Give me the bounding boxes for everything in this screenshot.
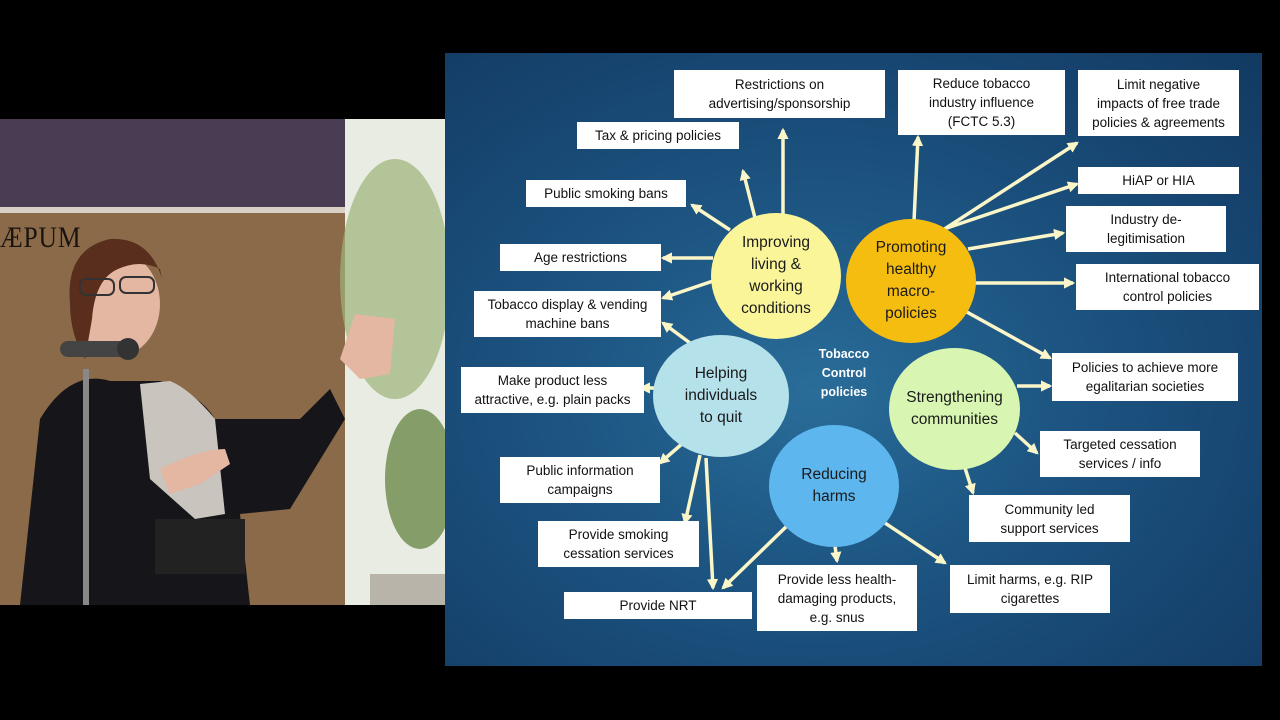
box-public-smoking-bans: Public smoking bans [526,180,686,207]
hub-helping-individuals: Helping individuals to quit [653,335,789,457]
box-industry-influence: Reduce tobacco industry influence (FCTC … [898,70,1065,135]
box-public-information: Public information campaigns [500,457,660,503]
arrow-reducing-limit-harms [884,521,947,565]
box-nrt-text: Provide NRT [619,598,697,613]
hub-promoting-macro-policies: Promoting healthy macro- policies [846,219,976,343]
arrow-helping-nrt [704,457,719,591]
box-hiap-text: HiAP or HIA [1122,173,1195,188]
box-age-restrictions: Age restrictions [500,244,661,271]
arrow-strengthening-community [963,467,976,496]
arrow-promoting-industry [911,134,924,222]
box-tax-text: Tax & pricing policies [594,128,722,143]
arrow-reducing-nrt [721,521,792,590]
box-egalitarian: Policies to achieve more egalitarian soc… [1052,353,1238,401]
box-display-text: Tobacco display & vending machine bans [487,297,648,331]
box-limit-harms: Limit harms, e.g. RIP cigarettes [950,565,1110,613]
box-community-led: Community led support services [969,495,1130,542]
connector-arrows [638,127,1080,591]
box-international-text: International tobacco control policies [1104,270,1231,304]
arrow-promoting-hiap [946,181,1080,230]
box-industry-influence-text: Reduce tobacco industry influence (FCTC … [928,76,1035,129]
arrow-promoting-free-trade [942,141,1079,232]
box-hiap: HiAP or HIA [1078,167,1239,194]
box-limit-harms-text: Limit harms, e.g. RIP cigarettes [966,572,1094,606]
box-cessation-services-text: Provide smoking cessation services [563,527,674,561]
box-provide-nrt: Provide NRT [564,592,752,619]
presentation-slide: Restrictions on advertising/sponsorship … [445,53,1262,666]
box-targeted-cessation-text: Targeted cessation services / info [1063,437,1177,471]
box-plain-packs-text: Make product less attractive, e.g. plain… [474,373,631,407]
box-public-info-text: Public information campaigns [526,463,634,497]
hub-strengthening-communities: Strengthening communities [889,348,1020,470]
box-international-control: International tobacco control policies [1076,264,1259,310]
box-free-trade-text: Limit negative impacts of free trade pol… [1092,76,1225,130]
hub-improving-conditions: Improving living & working conditions [711,213,841,339]
box-delegitimisation: Industry de- legitimisation [1066,206,1226,252]
box-cessation-services: Provide smoking cessation services [538,521,699,567]
arrow-helping-public-info [658,441,685,465]
box-delegitimisation-text: Industry de- legitimisation [1106,212,1186,246]
arrow-helping-display [661,321,692,345]
box-less-damaging-products: Provide less health- damaging products, … [757,565,917,631]
box-targeted-cessation: Targeted cessation services / info [1040,431,1200,477]
arrow-improving-tax [739,168,757,219]
backdrop-sign-text: ÆPUM [0,221,82,254]
arrow-improving-display [660,279,714,301]
arrow-improving-public-smoking [690,203,731,232]
box-less-damaging-text: Provide less health- damaging products, … [777,571,897,625]
arrow-reducing-less-damaging [830,545,842,564]
box-tax-pricing: Tax & pricing policies [577,122,739,149]
arrow-promoting-egalitarian [964,309,1052,360]
box-community-led-text: Community led support services [1000,501,1099,536]
box-advertising-restrictions: Restrictions on advertising/sponsorship [674,70,885,118]
hub-reducing-harms: Reducing harms [769,425,899,547]
arrow-strengthening-targeted [1013,431,1039,455]
box-age-text: Age restrictions [533,250,628,265]
speaker-scene [0,119,445,605]
arrow-helping-cessation [681,454,702,526]
box-egalitarian-text: Policies to achieve more egalitarian soc… [1071,360,1219,394]
arrow-promoting-delegitimisation [967,228,1066,251]
box-advertising-text: Restrictions on advertising/sponsorship [708,77,851,111]
box-display-vending: Tobacco display & vending machine bans [474,291,661,337]
center-label: Tobacco Control policies [818,347,870,399]
box-free-trade: Limit negative impacts of free trade pol… [1078,70,1239,136]
speaker-video: ÆPUM [0,119,445,605]
box-public-smoking-text: Public smoking bans [544,186,668,201]
box-plain-packs: Make product less attractive, e.g. plain… [461,367,644,413]
